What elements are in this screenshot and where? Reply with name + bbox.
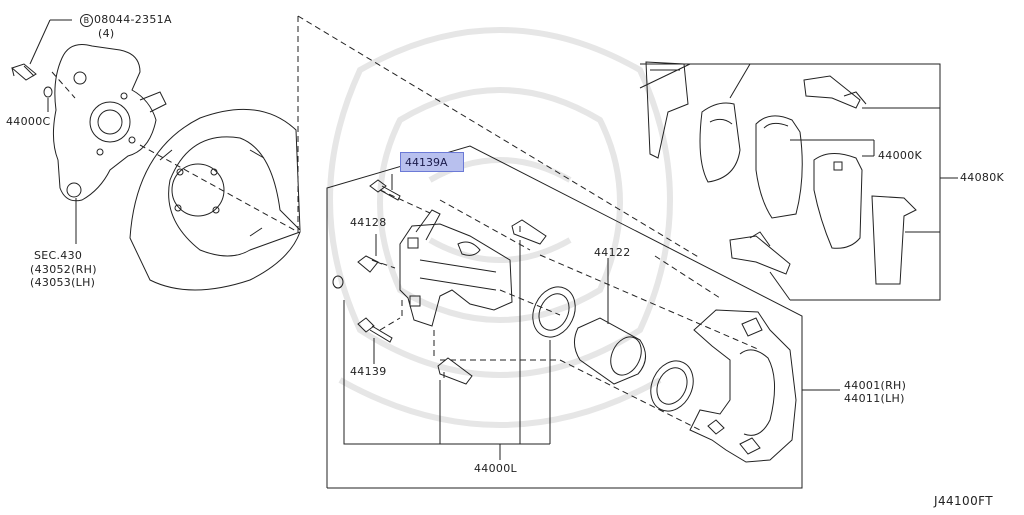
label-44139: 44139 [350, 365, 387, 378]
label-44001: 44001(RH) [844, 379, 907, 392]
label-44000k: 44000K [878, 149, 923, 162]
pad-kit-frame [639, 63, 958, 301]
label-sec430: SEC.430 [34, 249, 83, 262]
washer-44000c [43, 86, 53, 112]
bleeder-44128 [332, 234, 383, 289]
exploded-view-dashes [51, 15, 761, 431]
caliper-body [689, 309, 797, 463]
label-44011: 44011(LH) [844, 392, 905, 405]
brake-pad-outer [755, 115, 803, 219]
bolt-44139 [357, 317, 393, 364]
label-bolt-qty: (4) [98, 27, 115, 40]
piston-44122 [574, 258, 646, 385]
outer-shim [645, 61, 689, 159]
label-44080k: 44080K [960, 171, 1005, 184]
knuckle-bolt [11, 19, 72, 81]
steering-knuckle [52, 44, 167, 244]
pad-clip-upper [803, 75, 867, 109]
guide-pin-lower [437, 357, 473, 385]
bolt-44139a [369, 174, 401, 201]
brake-pad-inner [813, 153, 863, 249]
label-44000l: 44000L [474, 462, 517, 475]
kit-44000l-leaders [343, 240, 551, 460]
caliper-group-frame [326, 145, 840, 489]
bolt-marker-icon: B [80, 14, 93, 27]
label-43053: (43053(LH) [30, 276, 96, 289]
label-44000c: 44000C [6, 115, 51, 128]
piston-boot [650, 360, 694, 412]
caliper-support [399, 209, 513, 327]
backing-plate [129, 108, 301, 291]
label-44139a-highlight[interactable]: 44139A [400, 152, 464, 172]
piston-seal [532, 286, 576, 338]
figure-code: J44100FT [934, 494, 993, 508]
inner-shim [871, 195, 917, 285]
pad-clip-lower [729, 231, 791, 275]
label-44139a: 44139A [405, 156, 448, 169]
anti-rattle-shim [699, 102, 741, 183]
label-44122: 44122 [594, 246, 631, 259]
label-43052: (43052(RH) [30, 263, 97, 276]
guide-pin-upper [511, 219, 547, 245]
label-44128: 44128 [350, 216, 387, 229]
